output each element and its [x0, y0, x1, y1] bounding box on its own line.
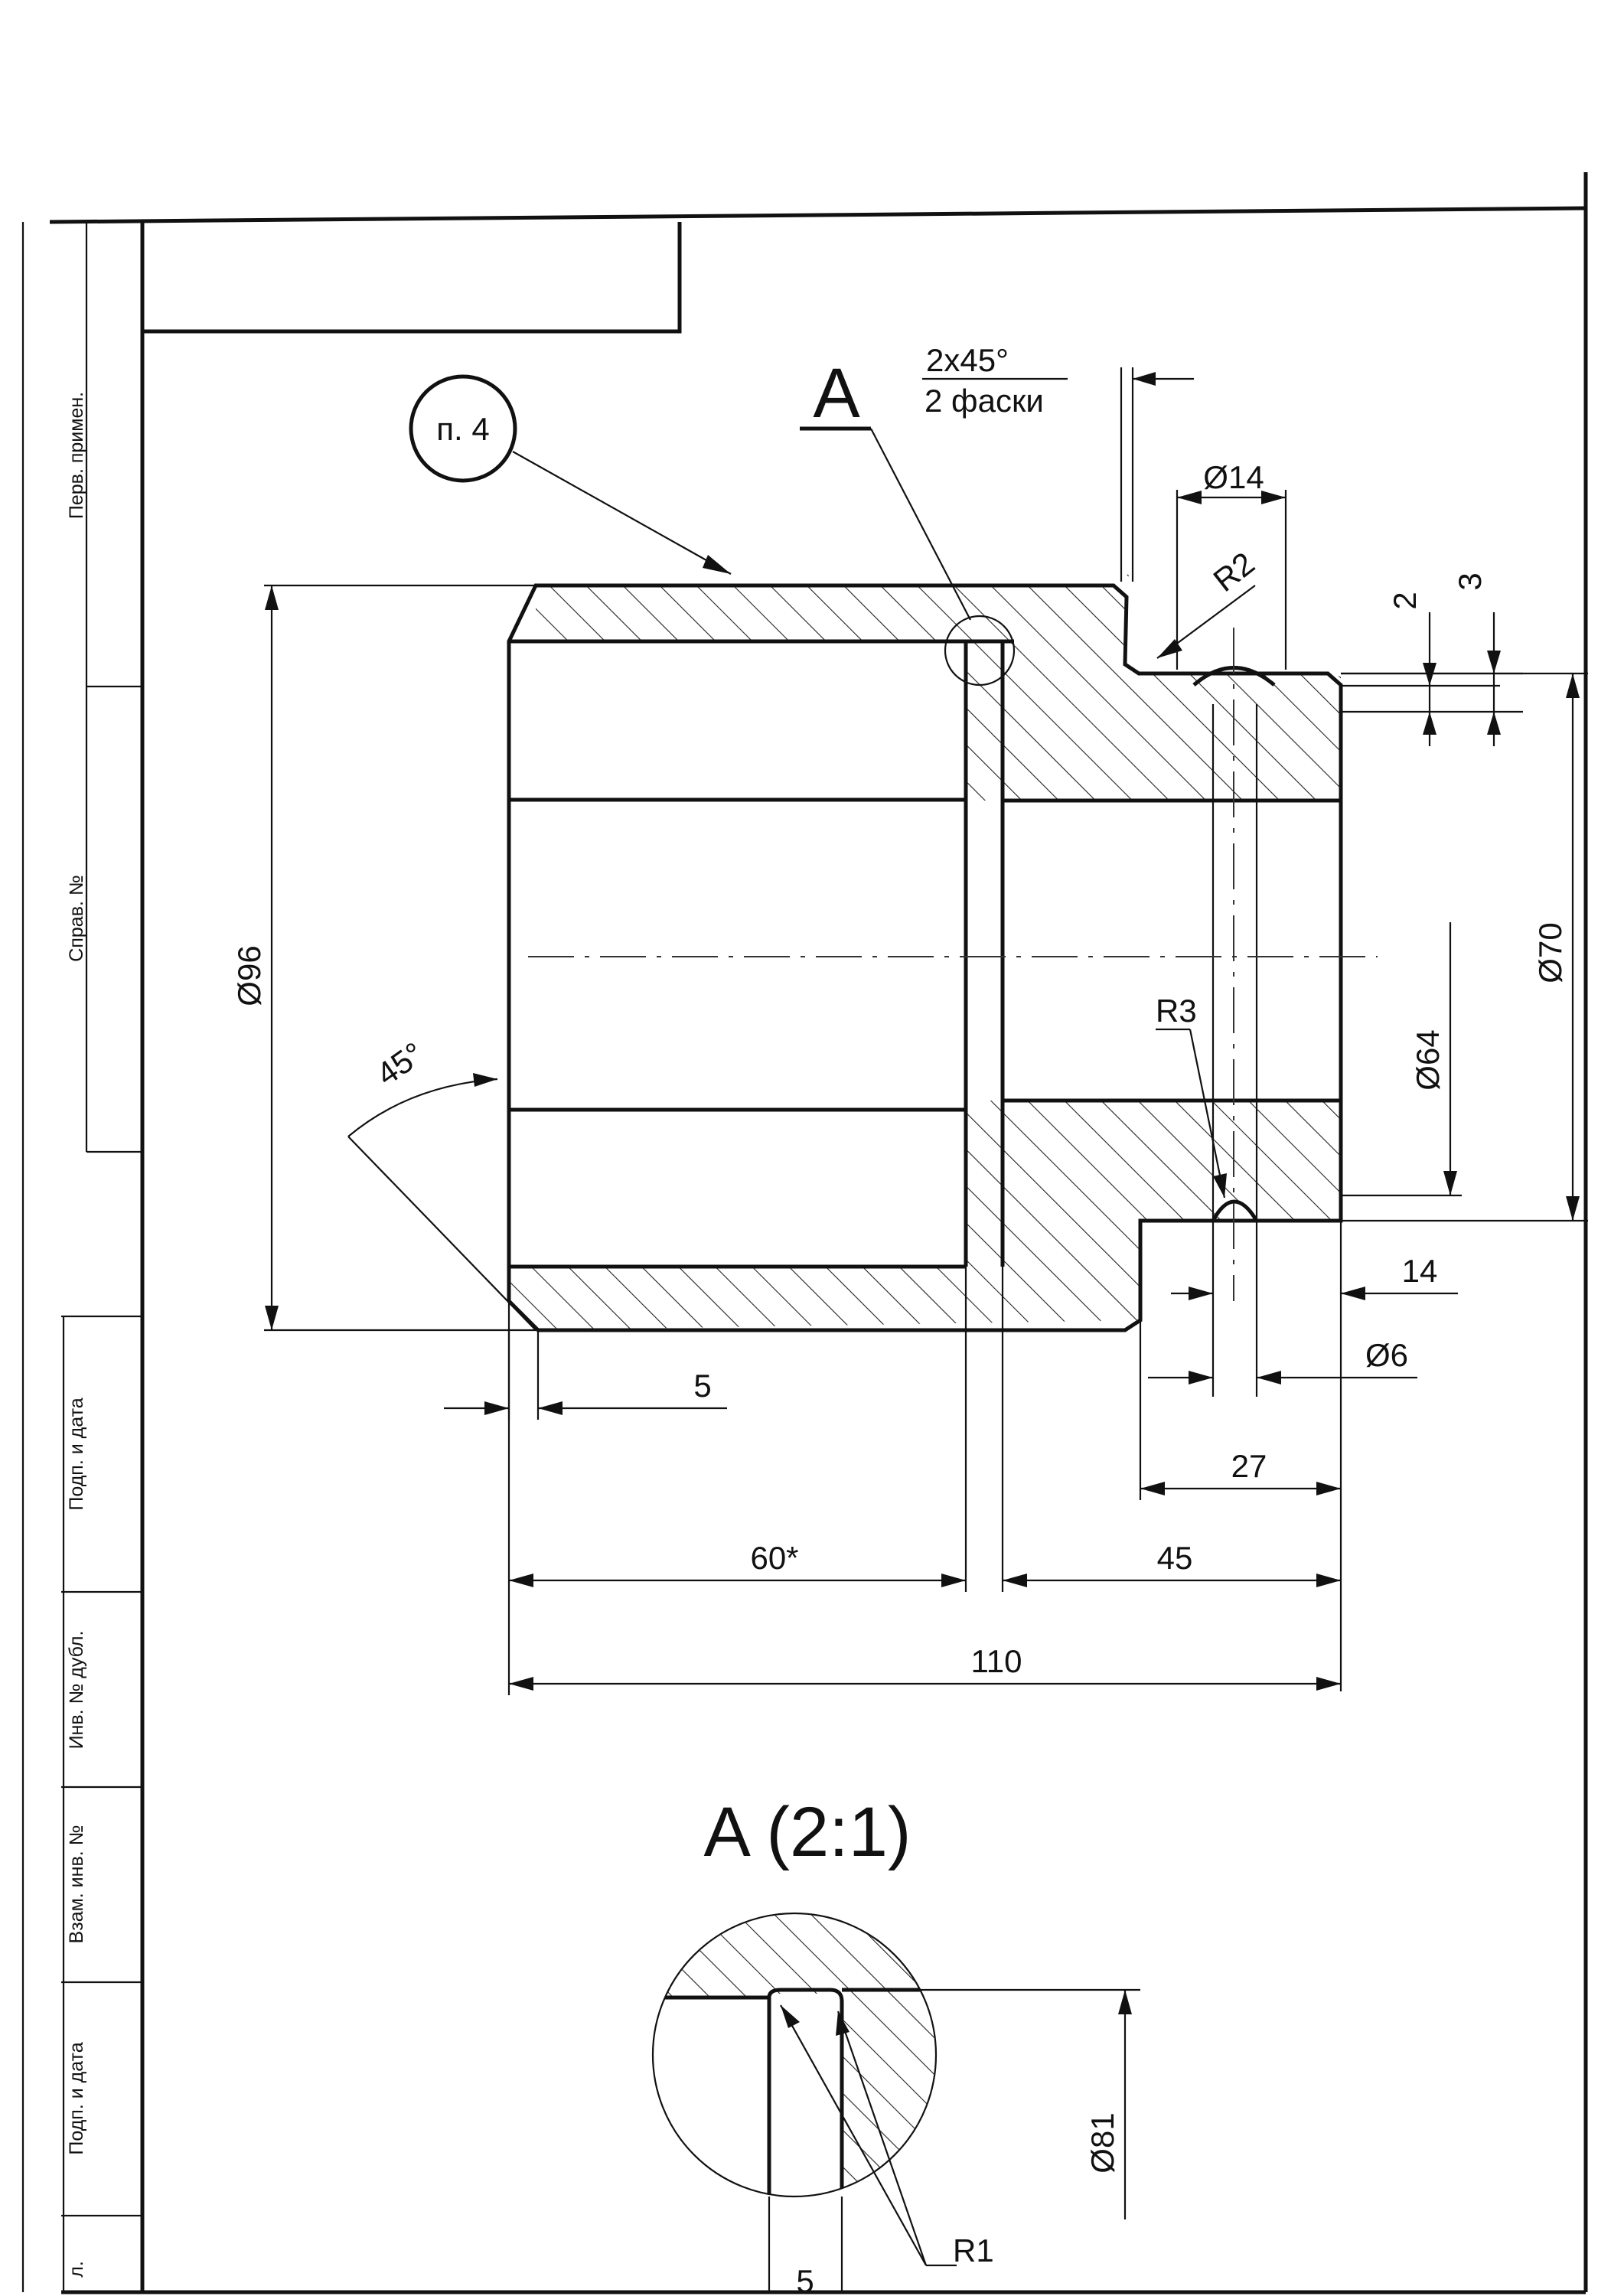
dimension-d64: Ø64 [1341, 922, 1462, 1197]
chamfer-note: 2x45° 2 фаски [922, 342, 1194, 582]
dim-r3: R3 [1156, 993, 1197, 1029]
chamfer-line2: 2 фаски [925, 383, 1044, 419]
dim-sixty: 60* [750, 1540, 798, 1576]
dimension-2-3: 2 3 [1341, 572, 1523, 746]
chamfer-line1: 2x45° [926, 342, 1009, 378]
side-label-sprav-no: Справ. № [66, 875, 87, 961]
dim-twentyseven: 27 [1231, 1448, 1267, 1484]
top-wall-hatch [536, 570, 1341, 801]
section-letter: A [813, 354, 860, 432]
dim-five: 5 [693, 1368, 711, 1404]
dimension-d70: Ø70 [1341, 672, 1588, 1222]
detail-a: A (2:1) Ø81 R1 5 [651, 1793, 1140, 2296]
dim-d70: Ø70 [1532, 922, 1568, 983]
dim-angle45: 45° [370, 1035, 430, 1092]
dimension-14-d6: 14 Ø6 [1148, 1221, 1458, 1397]
dim-two: 2 [1387, 592, 1423, 609]
dim-d96: Ø96 [231, 945, 267, 1006]
dimension-d14: Ø14 [1176, 459, 1287, 670]
bottom-wall-hatch [509, 1101, 1341, 1330]
side-label-podp-data-1: Подп. и дата [66, 1397, 87, 1510]
dim-d6: Ø6 [1365, 1337, 1408, 1373]
part-section [507, 570, 1378, 1332]
dim-d14: Ø14 [1203, 459, 1264, 495]
dimension-60-45: 60* 45 [507, 1267, 1341, 1695]
side-label-inv-dubl: Инв. № дубл. [66, 1631, 87, 1750]
dimension-r2: R2 [1156, 545, 1261, 659]
side-label-vzam-inv: Взам. инв. № [66, 1825, 87, 1944]
dim-three: 3 [1452, 572, 1488, 590]
side-label-podp-data-2: Подп. и дата [66, 2042, 87, 2154]
detail-title: A (2:1) [703, 1793, 911, 1871]
section-letter-a: A [800, 354, 971, 621]
section-a-marker [944, 615, 1016, 687]
dim-total110: 110 [971, 1643, 1022, 1679]
callout-label: п. 4 [436, 411, 489, 447]
dimension-110: 110 [509, 1643, 1341, 1691]
dimension-d96: Ø96 [231, 584, 536, 1332]
dim-detail-five: 5 [796, 2263, 814, 2296]
dim-d64: Ø64 [1410, 1029, 1446, 1090]
dim-fourteen: 14 [1402, 1253, 1438, 1289]
dimension-27: 27 [1139, 1221, 1342, 1691]
side-label-perv-primen: Перв. примен. [66, 392, 87, 519]
dimension-r3: R3 [1156, 993, 1227, 1199]
side-label-list: л. [66, 2261, 87, 2278]
sheet-frame: Перв. примен. Справ. № Подп. и дата Инв.… [21, 172, 1588, 2294]
dim-fortyfive: 45 [1157, 1540, 1193, 1576]
callout-p4: п. 4 [409, 374, 732, 575]
dim-d81: Ø81 [1084, 2112, 1120, 2173]
dim-r2: R2 [1207, 545, 1261, 598]
dim-r1: R1 [953, 2232, 994, 2268]
